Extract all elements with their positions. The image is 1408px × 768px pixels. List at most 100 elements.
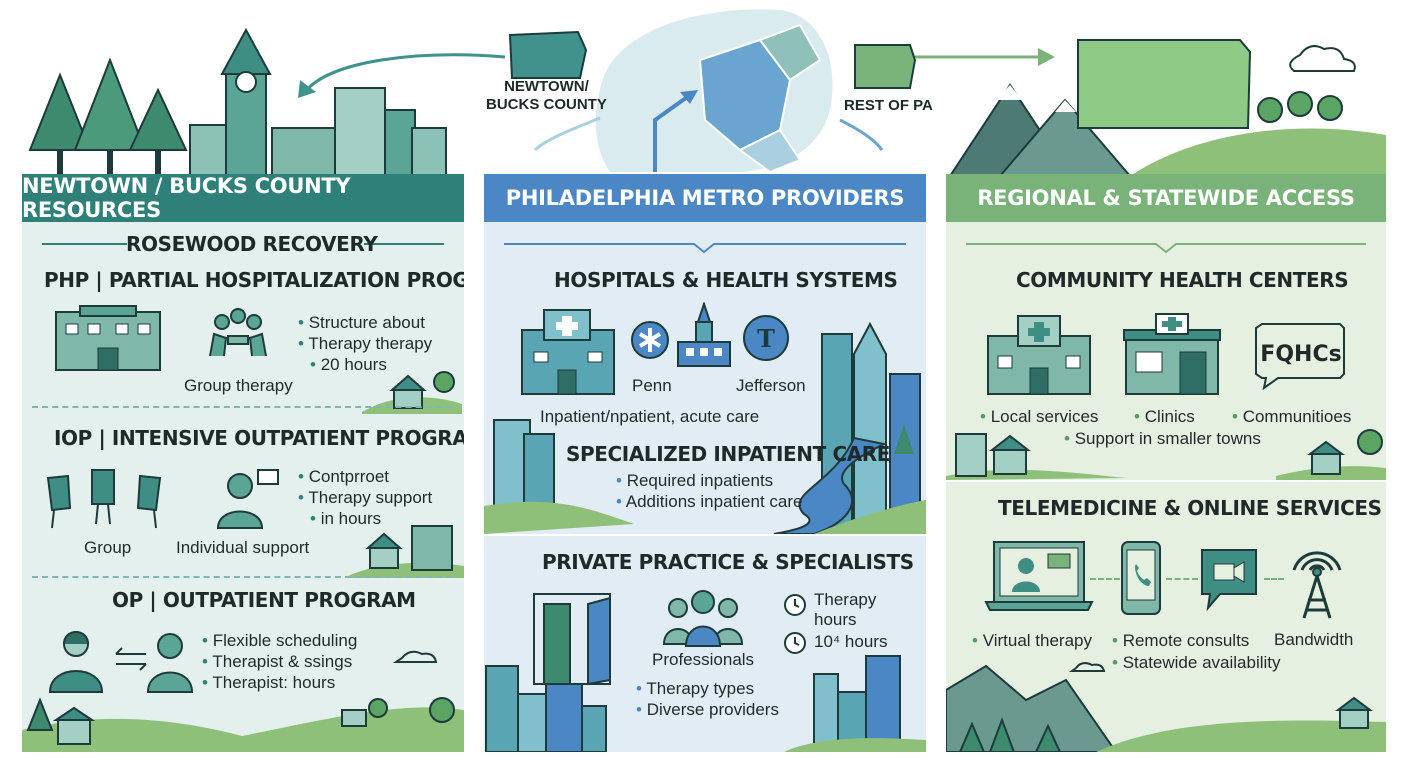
- top-illustration: [28, 9, 1386, 176]
- philly-panel-title: PHILADELPHIA METRO PROVIDERS: [484, 174, 926, 222]
- temple-logo-icon: T: [743, 315, 789, 361]
- broadcast-tower-icon: [1292, 551, 1342, 619]
- tele-bullet-virtual: Virtual therapy: [972, 630, 1092, 651]
- private-practice-heading: PRIVATE PRACTICE & SPECIALISTS: [542, 550, 914, 574]
- jefferson-label: Jefferson: [736, 376, 806, 395]
- hospitals-caption: Inpatient/npatient, acute care: [540, 407, 760, 426]
- connector: [1264, 578, 1284, 580]
- chc-bullet: Communitioes: [1232, 406, 1352, 427]
- professionals-icon: [662, 590, 744, 647]
- php-bullet: Structure about: [298, 312, 432, 333]
- medical-star-icon: [631, 321, 669, 359]
- smartphone-icon: [1121, 541, 1161, 615]
- fqhc-badge-text: FQHCs: [1260, 342, 1342, 367]
- newtown-map-label: NEWTOWN/ BUCKS COUNTY: [486, 78, 607, 113]
- bucks-skyline-illustration: [28, 27, 447, 176]
- svg-text:T: T: [757, 324, 775, 353]
- town-houses-illustration: [946, 429, 1386, 480]
- inpatient-bullet: Required inpatients: [616, 470, 802, 491]
- inpatient-heading: SPECIALIZED INPATIENT CARE: [566, 442, 891, 466]
- chc-bullet: Clinics: [1134, 406, 1195, 427]
- therapy-hours-label: Therapy hours: [814, 590, 877, 629]
- regional-panel-title: REGIONAL & STATEWIDE ACCESS: [946, 174, 1386, 222]
- chevron-divider: [504, 243, 906, 254]
- private-bullet: Diverse providers: [636, 699, 779, 720]
- op-bullet-list: Flexible scheduling Therapist & ssings T…: [202, 630, 357, 693]
- chc-bullet-communities: Communitioes: [1232, 406, 1352, 427]
- houses-icon: [348, 525, 464, 578]
- tele-bullet: Remote consults: [1112, 630, 1250, 651]
- clock-icon: [784, 632, 806, 654]
- php-bullet: Therapy therapy: [298, 333, 432, 354]
- hospital-building-icon: [55, 305, 161, 371]
- hospital-icon: [521, 309, 615, 395]
- op-bullet: Therapist: hours: [202, 672, 357, 693]
- video-call-bubble-icon: [1201, 549, 1257, 612]
- php-heading: PHP | PARTIAL HOSPITALIZATION PROGRAM: [44, 268, 464, 292]
- section-divider: [484, 534, 926, 536]
- group-chairs-icon: [46, 469, 162, 529]
- chc-bullet-local: Local services: [980, 406, 1099, 427]
- bandwidth-label: Bandwidth: [1274, 630, 1354, 649]
- op-heading: OP | OUTPATIENT PROGRAM: [112, 588, 416, 612]
- tele-bullet-statewide: Statewide availability: [1112, 652, 1281, 673]
- community-health-center-icon: [987, 315, 1091, 395]
- chc-bullet-clinics: Clinics: [1134, 406, 1195, 427]
- private-bullet-list: Therapy types Diverse providers: [636, 678, 779, 720]
- iop-heading: IOP | INTENSIVE OUTPATIENT PROGRAM: [54, 426, 464, 450]
- clinic-icon: [1123, 313, 1221, 395]
- connector: [1090, 578, 1120, 580]
- fqhc-speech-bubble-icon: [1255, 323, 1345, 390]
- group-therapy-label: Group therapy: [184, 376, 293, 395]
- pa-nj-map-illustration: [298, 9, 1055, 174]
- chevron-divider: [966, 243, 1366, 254]
- connector: [1166, 578, 1198, 580]
- iop-bullet: in hours: [298, 508, 432, 529]
- iop-bullet: Therapy support: [298, 487, 432, 508]
- rest-of-pa-map-label: REST OF PA: [844, 97, 933, 114]
- regional-landscape-illustration: [948, 39, 1386, 176]
- bucks-panel-title: NEWTOWN / BUCKS COUNTY RESOURCES: [22, 174, 464, 222]
- group-therapy-icon: [209, 308, 267, 357]
- rosewood-recovery-title: ROSEWOOD RECOVERY: [126, 232, 378, 256]
- op-bullet: Therapist & ssings: [202, 651, 357, 672]
- iop-bullet-list: Contprroet Therapy support in hours: [298, 466, 432, 529]
- clock-icon: [784, 594, 806, 616]
- regional-panel: REGIONAL & STATEWIDE ACCESS COMMUNITY HE…: [946, 174, 1386, 752]
- section-divider: [32, 576, 452, 578]
- house-icon: [362, 371, 462, 414]
- chc-bullet: Support in smaller towns: [1064, 428, 1261, 449]
- tele-bullet-remote: Remote consults: [1112, 630, 1250, 651]
- telemedicine-heading: TELEMEDICINE & ONLINE SERVICES: [998, 496, 1382, 520]
- chc-heading: COMMUNITY HEALTH CENTERS: [1016, 268, 1349, 292]
- private-bullet: Therapy types: [636, 678, 779, 699]
- individual-support-icon: [216, 469, 279, 529]
- hours-label: 10⁴ hours: [814, 632, 888, 651]
- inpatient-bullet: Additions inpatient care: [616, 491, 803, 512]
- bucks-county-panel: NEWTOWN / BUCKS COUNTY RESOURCES ROSEWOO…: [22, 174, 464, 752]
- city-footer-illustration: [485, 655, 926, 752]
- section-divider: [32, 406, 452, 408]
- inpatient-bullet-list: Required inpatients Additions inpatient …: [616, 470, 803, 512]
- hospitals-heading: HOSPITALS & HEALTH SYSTEMS: [554, 268, 898, 292]
- individual-support-label: Individual support: [176, 538, 310, 557]
- section-divider: [946, 480, 1386, 482]
- group-label: Group: [84, 538, 132, 557]
- landscape-footer-illustration: [22, 650, 464, 752]
- divider: [364, 243, 444, 245]
- mountain-farm-illustration: [946, 662, 1386, 752]
- independence-hall-icon: [677, 302, 731, 367]
- chc-bullet: Local services: [980, 406, 1099, 427]
- penn-label: Penn: [632, 376, 672, 395]
- php-bullet: 20 hours: [298, 354, 432, 375]
- therapist-client-icon: [48, 631, 194, 693]
- op-bullet: Flexible scheduling: [202, 630, 358, 651]
- tele-bullet: Virtual therapy: [972, 630, 1092, 651]
- tele-bullet: Statewide availability: [1112, 652, 1281, 673]
- php-bullet-list: Structure about Therapy therapy 20 hours: [298, 312, 432, 375]
- chc-bullet-support: Support in smaller towns: [1064, 428, 1261, 449]
- philadelphia-panel: PHILADELPHIA METRO PROVIDERS HOSPITALS &…: [484, 174, 926, 752]
- iop-bullet: Contprroet: [298, 466, 432, 487]
- professionals-label: Professionals: [652, 650, 755, 669]
